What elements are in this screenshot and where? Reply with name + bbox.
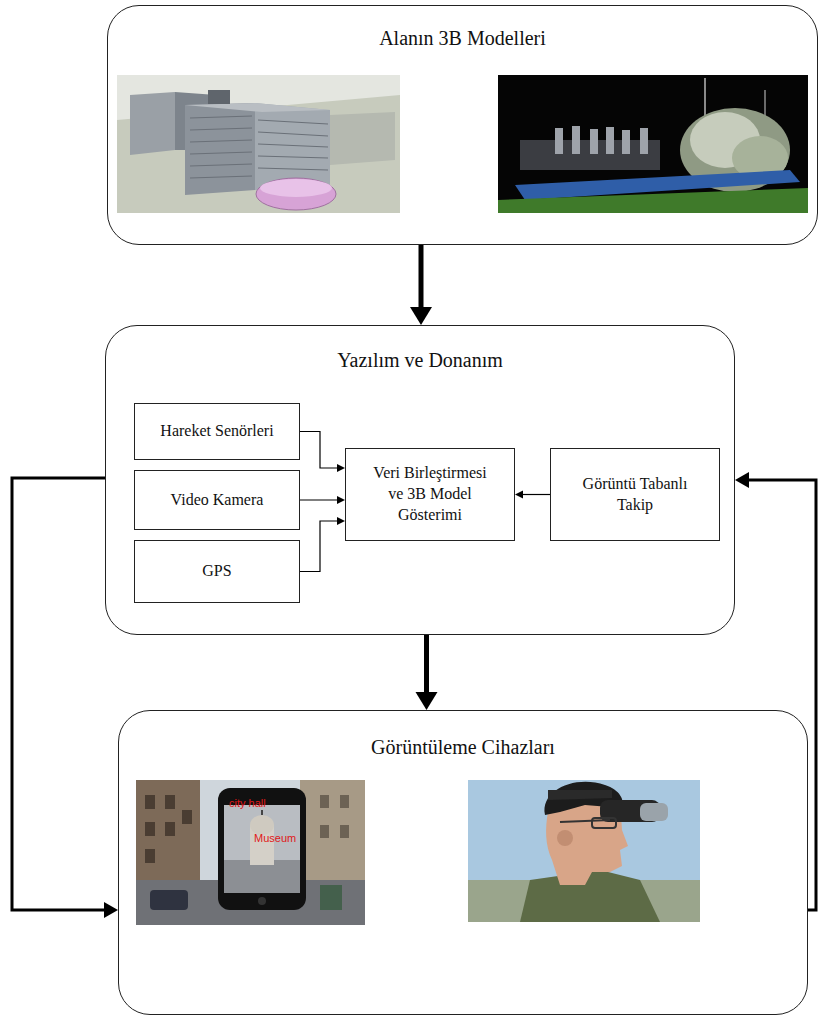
connector: [300, 496, 345, 504]
connector-line: [300, 432, 338, 469]
connector-line: [522, 494, 550, 495]
connector: [300, 432, 345, 473]
arrow-head: [337, 464, 345, 472]
group-box: Alanın 3B Modelleri: [107, 5, 818, 245]
arrow-head: [410, 307, 432, 325]
arrow-head: [337, 496, 345, 504]
connector-line: [300, 521, 338, 572]
group-title: Yazılım ve Donanım: [106, 348, 734, 372]
box-label: GPS: [202, 561, 231, 582]
group-box: Görüntüleme Cihazları: [118, 710, 808, 1015]
group-title: Görüntüleme Cihazları: [119, 735, 807, 759]
connector-line: [419, 245, 424, 308]
connector-line: [748, 480, 816, 910]
picture-label: Museum: [254, 832, 296, 844]
connector: [12, 478, 118, 918]
box-label: Video Kamera: [171, 490, 264, 511]
head-mounted-display-picture: [468, 780, 700, 922]
phone-street-picture: [136, 780, 365, 925]
connector-line: [300, 499, 338, 500]
arrow-head: [416, 692, 438, 710]
connector: [410, 245, 432, 325]
arrow-head: [515, 491, 523, 499]
box-label: Hareket Senörleri: [160, 421, 273, 442]
process-box: Video Kamera: [134, 470, 300, 530]
box-label: Görüntü Tabanlı Takip: [569, 474, 701, 516]
point-cloud-picture: [498, 75, 808, 213]
process-box: GPS: [134, 540, 300, 603]
picture-label: city hall: [229, 797, 266, 809]
box-label: Veri Birleştirmesi ve 3B Model Gösterimi: [364, 463, 496, 525]
connector: [515, 491, 550, 499]
connector-line: [424, 635, 429, 693]
connector-line: [12, 478, 105, 910]
arrow-head: [337, 517, 345, 525]
arrow-head: [735, 472, 749, 488]
connector: [300, 517, 345, 572]
arrow-head: [104, 902, 118, 918]
process-box: Veri Birleştirmesi ve 3B Model Gösterimi: [345, 448, 515, 541]
group-box: Yazılım ve DonanımHareket SenörleriVideo…: [105, 325, 735, 635]
connector: [735, 472, 816, 910]
connector: [416, 635, 438, 710]
city-model-picture: [117, 75, 400, 213]
group-title: Alanın 3B Modelleri: [108, 26, 817, 50]
process-box: Görüntü Tabanlı Takip: [550, 448, 720, 541]
process-box: Hareket Senörleri: [134, 403, 300, 460]
